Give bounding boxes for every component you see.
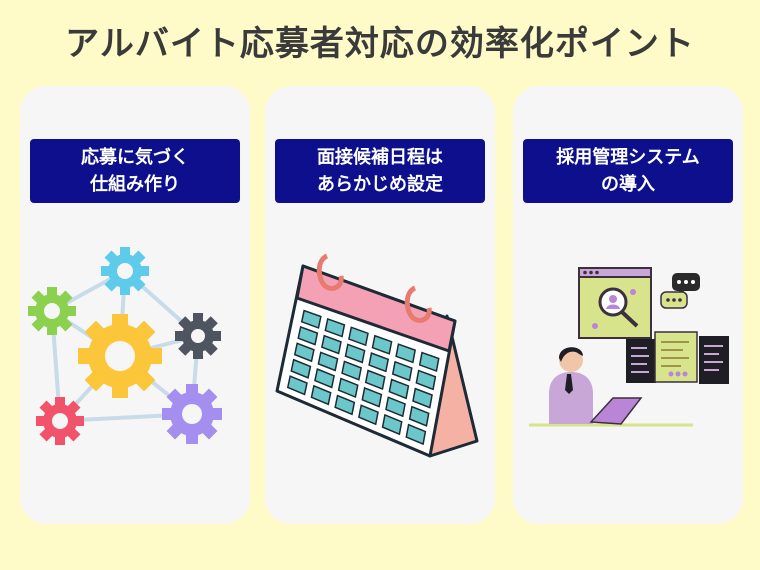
card-label-line2: の導入 (601, 174, 655, 195)
calendar-cell (361, 386, 383, 408)
calendar-cell (408, 405, 430, 427)
calendar-icon (275, 253, 479, 458)
card-label-line1: 応募に気づく (81, 147, 189, 168)
gear-cyan-icon (101, 247, 149, 295)
calendar-cell (391, 360, 413, 382)
calendar-cell (358, 404, 379, 426)
calendar-cell (324, 317, 346, 338)
calendar-cell (334, 394, 356, 416)
card-label: 応募に気づく 仕組み作り (30, 139, 240, 203)
card-label: 採用管理システム の導入 (523, 139, 733, 203)
calendar-cell (321, 334, 342, 355)
chat-bubble-icon (660, 273, 700, 309)
calendar-cell (317, 351, 339, 372)
gear-purple-icon (162, 384, 222, 444)
calendar-cell (348, 326, 369, 347)
calendar-cell (405, 423, 427, 446)
resume-documents-icon (626, 331, 729, 384)
calendar-cell (337, 377, 359, 399)
person-at-laptop-icon (529, 347, 693, 427)
calendar-cell (395, 343, 417, 364)
calendar-cell (341, 360, 363, 381)
gear-gray-icon (175, 313, 221, 359)
calendar-cell (371, 334, 393, 355)
calendar-cell (290, 358, 312, 379)
card-interview-schedule: 面接候補日程は あらかじめ設定 (265, 86, 495, 524)
calendar-cell (310, 384, 332, 406)
calendar-cell (412, 387, 433, 409)
card-label-line2: あらかじめ設定 (317, 174, 443, 195)
gear-yellow-icon (78, 314, 162, 398)
gear-green-icon (28, 287, 76, 335)
gear-red-icon (36, 397, 84, 445)
card-label-line1: 面接候補日程は (317, 147, 443, 168)
card-ats-system: 採用管理システム の導入 (513, 86, 743, 524)
calendar-cell (364, 369, 386, 391)
card-label-line2: 仕組み作り (90, 174, 180, 195)
calendar-cell (385, 396, 406, 418)
calendar-cell (293, 342, 315, 363)
calendar-cell (286, 375, 308, 396)
calendar-cell (381, 413, 403, 436)
page-title: アルバイト応募者対応の効率化ポイント (65, 24, 695, 64)
recruitment-system-icon (529, 267, 729, 427)
calendar-cell (300, 309, 322, 329)
card-label-line1: 採用管理システム (556, 147, 700, 168)
calendar-cell (418, 351, 440, 373)
calendar-grid (286, 309, 440, 446)
calendar-cell (415, 369, 437, 391)
calendar-cell (344, 343, 366, 364)
calendar-cell (368, 352, 390, 373)
calendar-cell (297, 325, 319, 346)
card-application-notice: 応募に気づく 仕組み作り (20, 86, 250, 524)
gear-network-icon (28, 247, 222, 445)
calendar-ring-left (316, 253, 344, 291)
calendar-cell (314, 368, 335, 389)
browser-window-icon (578, 267, 652, 339)
card-label: 面接候補日程は あらかじめ設定 (275, 139, 485, 203)
calendar-cell (388, 378, 410, 400)
calendar-ring-right (404, 285, 432, 323)
